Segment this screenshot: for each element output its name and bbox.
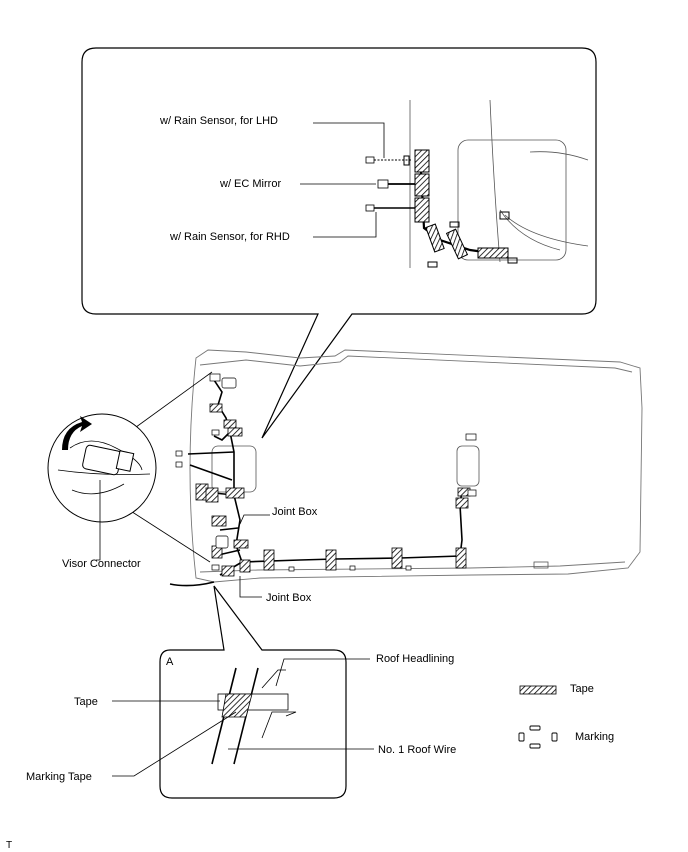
legend-tape-swatch	[519, 685, 557, 695]
enlarged-roof-frame	[409, 99, 589, 268]
enlarged-leader-lines	[300, 122, 385, 238]
tape-marker	[225, 487, 245, 499]
visor-connector-detail	[47, 371, 213, 563]
legend-marking-symbol	[518, 725, 558, 749]
tape-marker	[391, 547, 403, 569]
label-ec-mirror: w/ EC Mirror	[219, 178, 281, 190]
footer-mark: T	[6, 840, 12, 851]
tape-marker	[414, 149, 430, 173]
detail-a-drawing	[211, 667, 297, 765]
roof-outline	[189, 349, 643, 583]
tape-marker	[425, 223, 445, 253]
legend-tape-label: Tape	[570, 683, 594, 695]
tape-marker	[233, 539, 249, 549]
marking	[507, 257, 518, 264]
label-joint-box-lower: Joint Box	[266, 592, 312, 604]
enlarged-harness	[365, 149, 518, 268]
marking	[449, 221, 460, 228]
tape-marker	[209, 403, 223, 413]
detail-a-label: A	[166, 656, 174, 668]
roof-markings	[175, 373, 477, 572]
tape-marker	[455, 497, 469, 509]
label-rain-sensor-rhd: w/ Rain Sensor, for RHD	[169, 231, 290, 243]
label-roof-headlining: Roof Headlining	[376, 653, 454, 665]
marking	[499, 211, 510, 220]
tape-marker	[414, 173, 430, 197]
tape-marker	[445, 228, 469, 260]
tape-marker	[211, 515, 227, 527]
tape-marker	[414, 197, 430, 223]
tape-marker	[325, 549, 337, 571]
label-rain-sensor-lhd: w/ Rain Sensor, for LHD	[159, 115, 278, 127]
roof-tape-markers	[195, 403, 471, 577]
roof-openings	[211, 445, 549, 569]
tape-marker	[239, 559, 251, 573]
legend-marking-label: Marking	[575, 731, 614, 743]
marking	[427, 261, 438, 268]
detail-a-panel	[159, 585, 347, 799]
legend: Tape Marking	[518, 683, 614, 749]
label-visor-connector: Visor Connector	[62, 558, 141, 570]
tape-marker	[223, 419, 237, 429]
tape-marker	[205, 487, 219, 503]
tape-marker	[221, 565, 235, 577]
tape-marker	[227, 427, 243, 437]
tape-marker	[455, 547, 467, 569]
tape-marker	[477, 247, 509, 259]
arrow-icon	[62, 416, 92, 450]
label-tape: Tape	[74, 696, 98, 708]
label-no1-roof-wire: No. 1 Roof Wire	[378, 744, 456, 756]
label-marking-tape: Marking Tape	[26, 771, 92, 783]
detail-a-leaders	[112, 658, 374, 777]
roof-leader-lines	[96, 480, 270, 598]
tape-marker	[263, 549, 275, 571]
label-joint-box-upper: Joint Box	[272, 506, 318, 518]
enlarged-view-panel	[81, 47, 597, 439]
